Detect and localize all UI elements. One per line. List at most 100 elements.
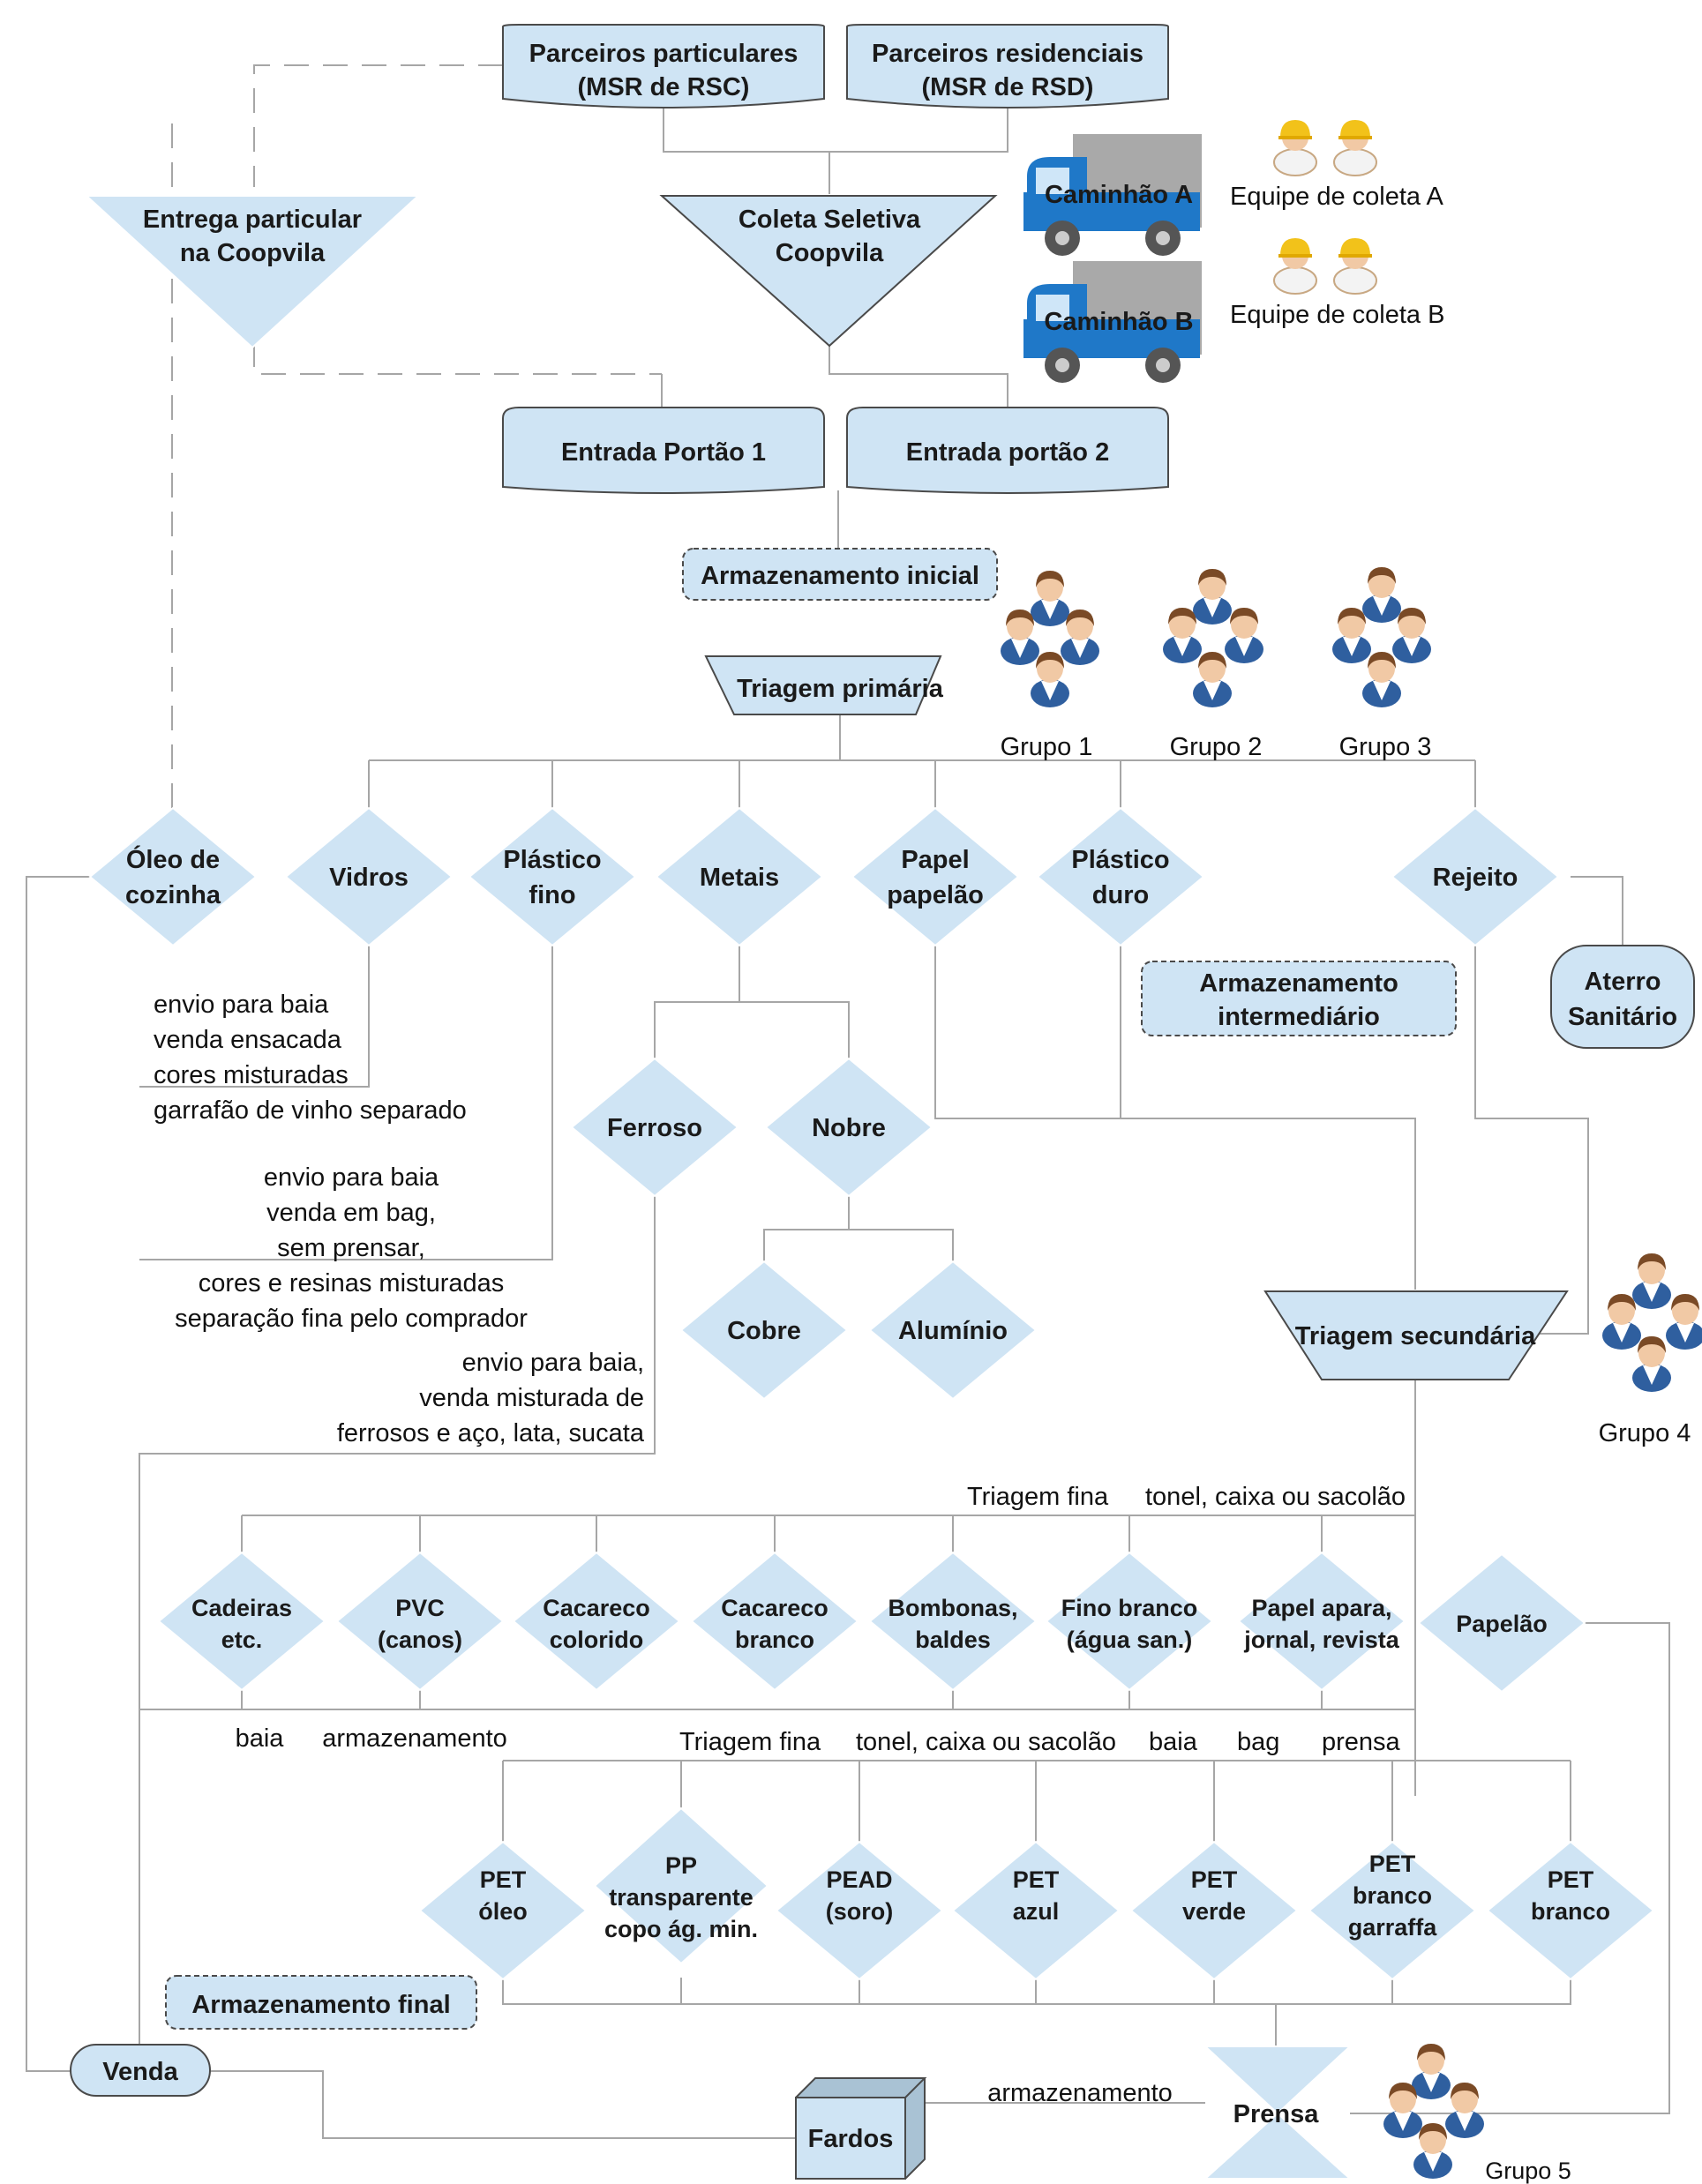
row1-header-tonel: tonel, caixa ou sacolão: [1145, 1483, 1406, 1511]
grupo-4-people-icon: [1602, 1253, 1702, 1392]
svg-text:baia: baia: [1149, 1728, 1198, 1756]
entrada-portao-1-box: Entrada Portão 1: [502, 407, 825, 494]
grupo-3-label: Grupo 3: [1339, 733, 1432, 761]
cobre-diamond: Cobre: [679, 1260, 849, 1401]
fardos-label: Fardos: [808, 2125, 894, 2153]
row1-fino-branco-diamond: Fino branco (água san.): [1045, 1551, 1214, 1692]
svg-text:branco: branco: [735, 1627, 814, 1653]
oleo-de-cozinha-diamond: Óleo de cozinha: [88, 806, 258, 947]
aluminio-label: Alumínio: [898, 1317, 1008, 1345]
papel-line1: Papel: [901, 846, 969, 874]
vidros-note-3: cores misturadas: [154, 1061, 349, 1089]
armazenamento-intermediario-line1: Armazenamento: [1199, 969, 1398, 998]
papelao-label: Papelão: [1456, 1611, 1548, 1637]
svg-text:Bombonas,: Bombonas,: [888, 1595, 1017, 1621]
row1-papel-apara-diamond: Papel apara, jornal, revista: [1237, 1551, 1406, 1692]
grupo-4-label: Grupo 4: [1599, 1419, 1691, 1447]
svg-text:Cacareco: Cacareco: [721, 1595, 829, 1621]
vidros-notes: envio para baia venda ensacada cores mis…: [154, 991, 467, 1125]
row1-bombonas-diamond: Bombonas, baldes: [868, 1551, 1038, 1692]
nobre-diamond: Nobre: [764, 1057, 933, 1198]
plastico-fino-note-4: cores e resinas misturadas: [199, 1269, 505, 1298]
grupo-5-label: Grupo 5: [1485, 2158, 1571, 2184]
vidros-label: Vidros: [329, 864, 409, 892]
ferroso-diamond: Ferroso: [570, 1057, 739, 1198]
papel-papelao-diamond: Papel papelão: [851, 806, 1020, 947]
svg-text:azul: azul: [1013, 1898, 1060, 1925]
row1-header-triagem-fina: Triagem fina: [967, 1483, 1109, 1511]
parceiros-particulares-line1: Parceiros particulares: [529, 40, 799, 68]
svg-text:colorido: colorido: [550, 1627, 644, 1653]
armazenamento-inicial-box: Armazenamento inicial: [682, 548, 998, 601]
parceiros-residenciais-line2: (MSR de RSD): [922, 73, 1094, 101]
entrada-portao-2-label: Entrada portão 2: [906, 438, 1109, 467]
ferroso-notes: envio para baia, venda misturada de ferr…: [337, 1349, 645, 1447]
svg-text:transparente: transparente: [609, 1884, 754, 1911]
equipe-a-workers-icon: [1273, 119, 1377, 176]
svg-text:PEAD: PEAD: [826, 1866, 892, 1893]
svg-text:bag: bag: [1237, 1728, 1279, 1756]
parceiros-residenciais-line1: Parceiros residenciais: [872, 40, 1143, 68]
vidros-note-1: envio para baia: [154, 991, 329, 1019]
svg-text:PET: PET: [1191, 1866, 1238, 1893]
svg-text:PP: PP: [665, 1852, 697, 1879]
grupo-1-people-icon: [1001, 571, 1099, 707]
svg-text:baldes: baldes: [915, 1627, 991, 1653]
grupo-2-people-icon: [1163, 569, 1263, 707]
svg-text:PET: PET: [1369, 1851, 1416, 1877]
oleo-line2: cozinha: [125, 881, 221, 909]
vidros-note-2: venda ensacada: [154, 1026, 342, 1054]
plastico-fino-notes: envio para baia venda em bag, sem prensa…: [175, 1163, 528, 1333]
row2-header: Triagem fina tonel, caixa ou sacolão bai…: [679, 1728, 1401, 1756]
plastico-duro-diamond: Plástico duro: [1036, 806, 1205, 947]
triagem-primaria-label: Triagem primária: [737, 675, 944, 703]
plastico-fino-line1: Plástico: [503, 846, 601, 874]
svg-text:Fino branco: Fino branco: [1061, 1595, 1198, 1621]
grupo-2-label: Grupo 2: [1170, 733, 1263, 761]
aluminio-diamond: Alumínio: [868, 1260, 1038, 1401]
svg-text:(água san.): (água san.): [1067, 1627, 1193, 1653]
plastico-duro-line2: duro: [1092, 881, 1149, 909]
metais-diamond: Metais: [655, 806, 824, 947]
ferroso-note-3: ferrosos e aço, lata, sucata: [337, 1419, 645, 1447]
svg-text:PET: PET: [1013, 1866, 1060, 1893]
parceiros-particulares-box: Parceiros particulares (MSR de RSC): [502, 24, 825, 108]
cobre-label: Cobre: [727, 1317, 801, 1345]
entrada-portao-1-label: Entrada Portão 1: [561, 438, 766, 467]
row1-cacareco-colorido-diamond: Cacareco colorido: [512, 1551, 681, 1692]
vidros-diamond: Vidros: [284, 806, 454, 947]
vidros-note-4: garrafão de vinho separado: [154, 1096, 467, 1125]
equipe-b-workers-icon: [1273, 237, 1377, 295]
svg-text:Papel apara,: Papel apara,: [1251, 1595, 1391, 1621]
plastico-fino-note-2: venda em bag,: [266, 1199, 436, 1227]
svg-text:prensa: prensa: [1322, 1728, 1401, 1756]
svg-text:tonel, caixa ou sacolão: tonel, caixa ou sacolão: [856, 1728, 1116, 1756]
entrega-particular-node: Entrega particular na Coopvila: [84, 195, 421, 349]
aterro-line2: Sanitário: [1568, 1003, 1677, 1031]
plastico-fino-note-5: separação fina pelo comprador: [175, 1305, 528, 1333]
rejeito-diamond: Rejeito: [1391, 806, 1560, 947]
oleo-line1: Óleo de: [126, 844, 220, 874]
venda-label: Venda: [102, 2058, 178, 2086]
triagem-primaria-node: Triagem primária: [704, 655, 944, 715]
svg-text:jornal, revista: jornal, revista: [1243, 1627, 1400, 1653]
truck-a-icon: Caminhão A: [1023, 134, 1202, 256]
equipe-b-label: Equipe de coleta B: [1230, 301, 1444, 329]
svg-text:PET: PET: [1548, 1866, 1594, 1893]
plastico-duro-line1: Plástico: [1071, 846, 1169, 874]
grupo-3-people-icon: [1332, 567, 1431, 707]
svg-text:(soro): (soro): [826, 1898, 894, 1925]
svg-text:branco: branco: [1353, 1882, 1432, 1909]
svg-text:PET: PET: [480, 1866, 527, 1893]
row2-pp-transparente-diamond: PP transparente copo ág. min.: [593, 1806, 769, 1965]
entrada-portao-2-box: Entrada portão 2: [846, 407, 1169, 494]
ferroso-label: Ferroso: [607, 1114, 702, 1142]
row1-cadeiras-diamond: Cadeiras etc.: [157, 1551, 326, 1692]
parceiros-particulares-line2: (MSR de RSC): [578, 73, 750, 101]
coleta-seletiva-node: Coleta Seletiva Coopvila: [659, 195, 998, 348]
svg-text:garraffa: garraffa: [1348, 1914, 1438, 1941]
armazenamento-inicial-label: Armazenamento inicial: [701, 562, 979, 590]
svg-text:Triagem fina: Triagem fina: [679, 1728, 821, 1756]
triagem-secundaria-label: Triagem secundária: [1295, 1322, 1536, 1350]
svg-text:PVC: PVC: [395, 1595, 445, 1621]
